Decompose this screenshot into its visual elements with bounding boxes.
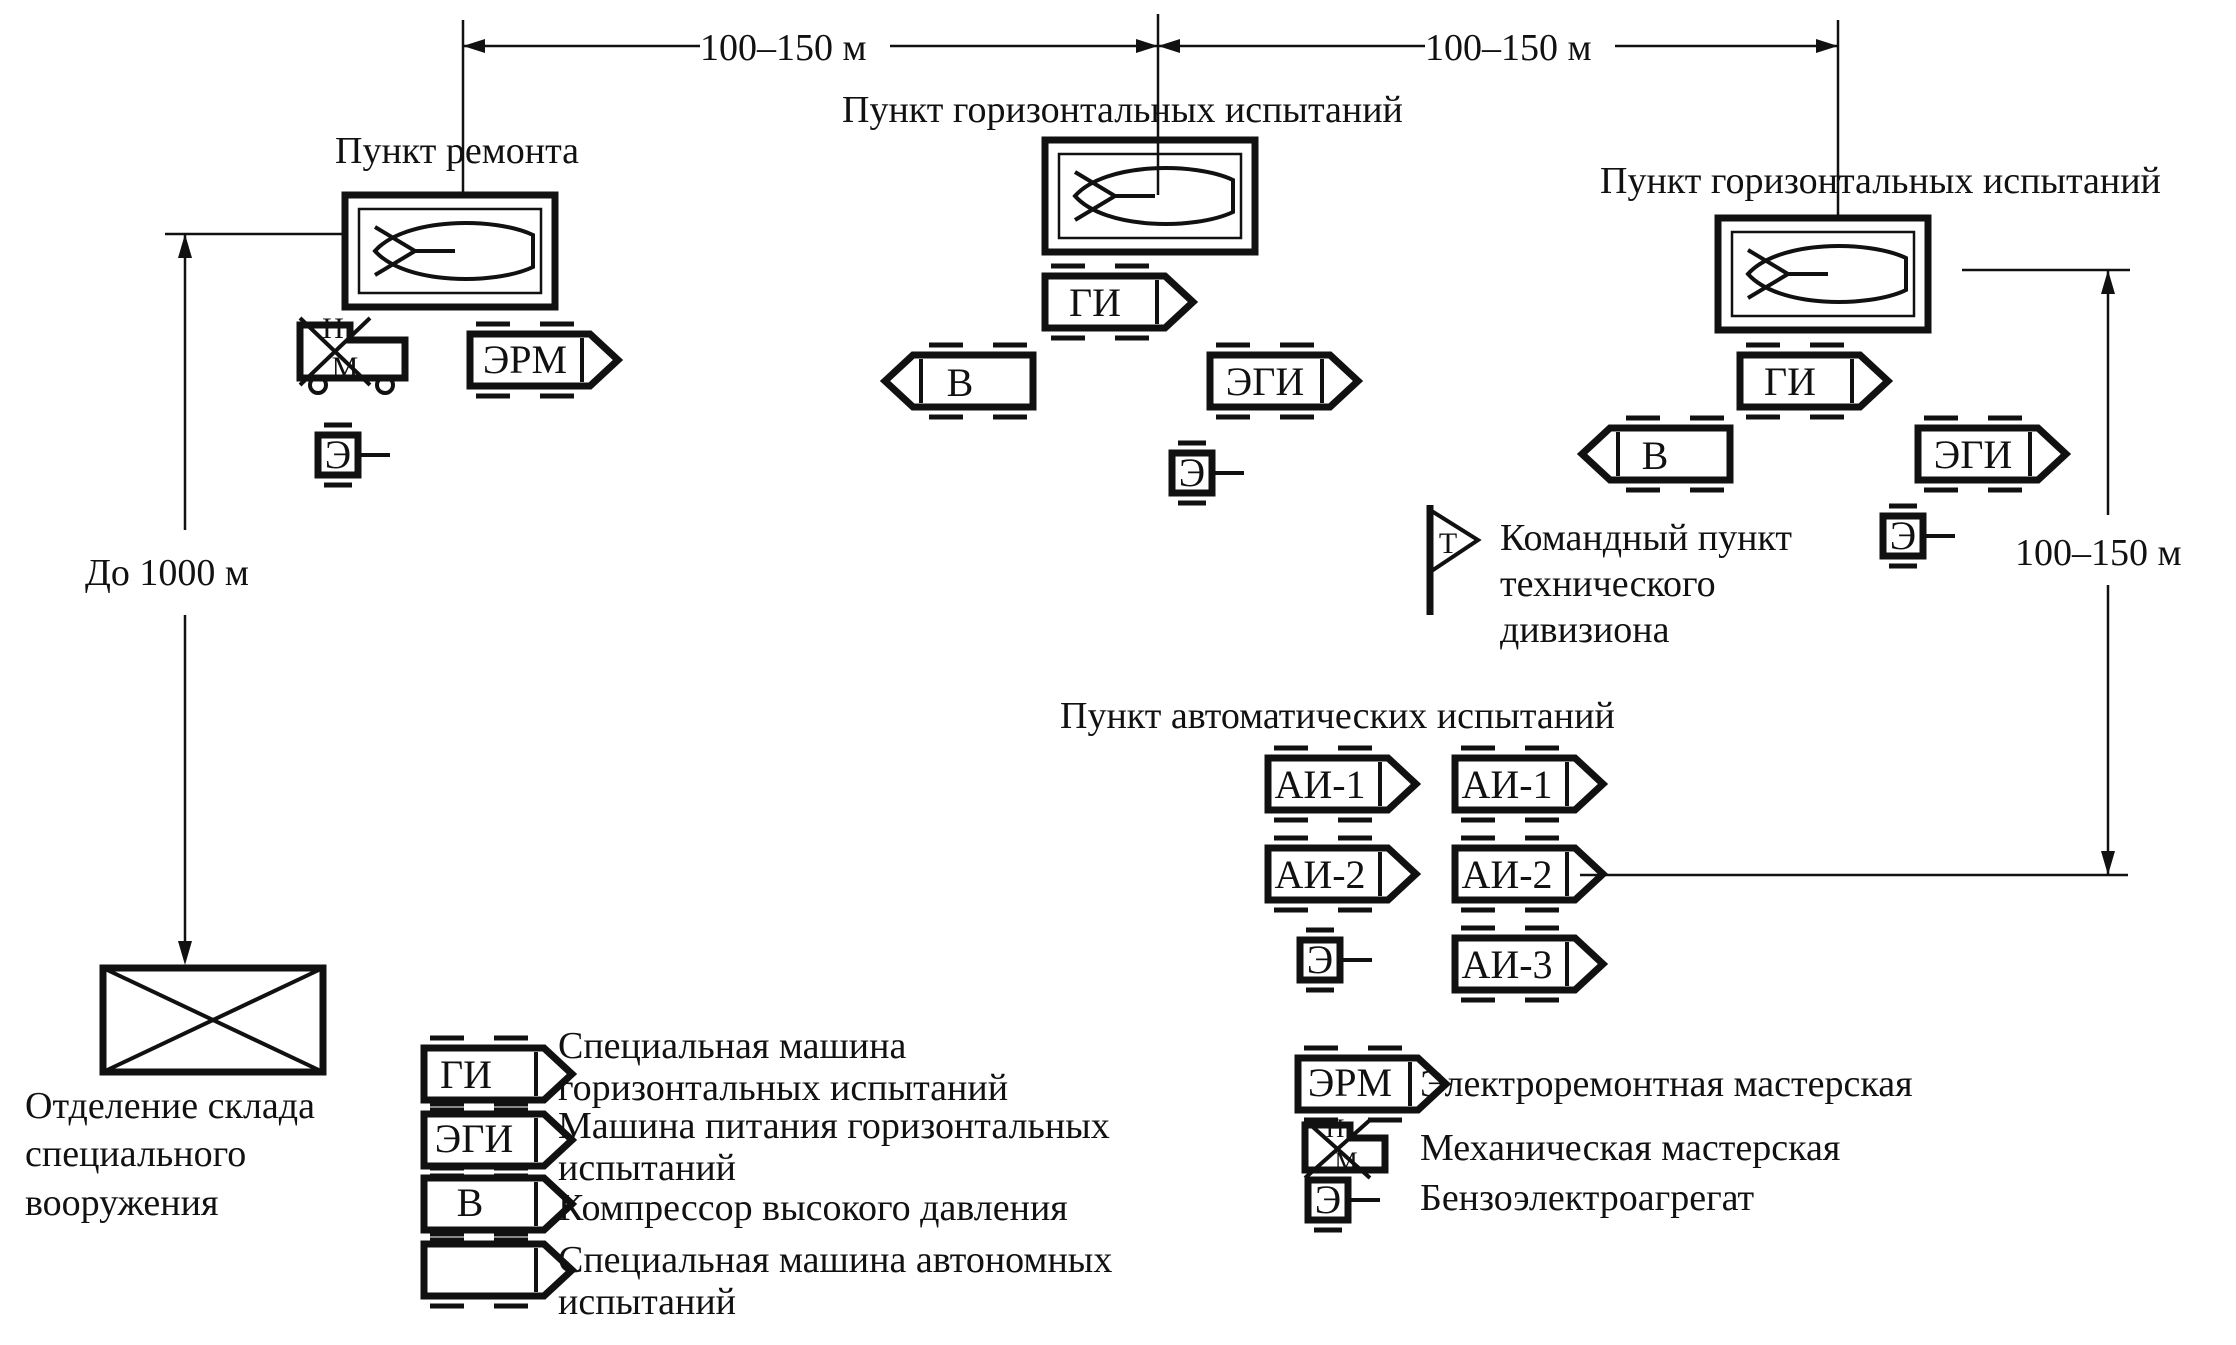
legend-auto-symbol [424,1234,572,1306]
legend-erm-letters: ЭРМ [1308,1060,1392,1105]
legend-egi-line1: Машина питания горизонтальных [558,1105,1110,1147]
legend-auto-line1: Специальная машина автономных [558,1239,1112,1281]
right-dimension-line [1580,268,2130,877]
dimension-right-vertical: 100–150 м [2015,532,2182,574]
auto-point-label: Пункт автоматических испытаний [1060,695,1615,737]
ai1-vehicle-left: АИ-1 [1268,748,1416,820]
horizontal-point-1-label: Пункт горизонтальных испытаний [842,89,1403,131]
ai1-label-left: АИ-1 [1274,762,1365,807]
generator-2: Э [1883,506,1955,566]
mech-n-letter: Н [322,312,344,345]
command-post-line2: технического [1500,563,1716,605]
legend-mech-n: Н [1326,1114,1345,1143]
horizontal-pad-2 [1718,218,1928,330]
v-label-1: В [947,360,974,405]
ai1-vehicle-right: АИ-1 [1455,748,1603,820]
legend-egi-line2: испытаний [558,1147,736,1189]
gi-label-2: ГИ [1764,359,1816,404]
dimension-top-left: 100–150 м [700,27,867,69]
ai2-vehicle-right: АИ-2 [1455,838,1603,910]
horizontal-pad-1 [1045,140,1255,252]
generator-label-1: Э [1179,450,1205,495]
legend-erm-symbol: ЭРМ [1298,1048,1446,1120]
warehouse-line1: Отделение склада [25,1085,315,1127]
command-post-line3: дивизиона [1500,609,1670,651]
ai2-vehicle-left: АИ-2 [1268,838,1416,910]
legend-erm-line1: Электроремонтная мастерская [1420,1063,1913,1105]
legend-gi-letters: ГИ [440,1052,492,1097]
legend-egi-letters: ЭГИ [435,1116,513,1161]
auto-generator: Э [1300,930,1372,990]
erm-vehicle: ЭРМ [470,324,618,396]
legend-egi-symbol: ЭГИ [424,1104,572,1176]
horizontal-point-2-label: Пункт горизонтальных испытаний [1600,160,2161,202]
legend-gen-line1: Бензоэлектроагрегат [1420,1177,1755,1219]
egi-label-2: ЭГИ [1934,432,2012,477]
legend-v-letter: В [457,1180,484,1225]
erm-label: ЭРМ [483,337,567,382]
egi-vehicle-2: ЭГИ [1918,418,2066,490]
legend-gi-symbol: ГИ [424,1038,572,1110]
repair-generator: Э [318,425,390,485]
legend-gen-symbol: Э [1308,1170,1380,1230]
command-post-flag: Т [1426,505,1482,615]
repair-generator-label: Э [325,432,351,477]
warehouse-line2: специального [25,1133,246,1175]
legend-gi-line1: Специальная машина [558,1025,906,1067]
mechanical-workshop-vehicle: Н М [296,312,409,395]
legend-auto-line2: испытаний [558,1281,736,1323]
ai2-label-right: АИ-2 [1461,852,1552,897]
legend-v-symbol: В [424,1168,572,1240]
legend-mech-line1: Механическая мастерская [1420,1127,1840,1169]
legend-v-line1: Компрессор высокого давления [558,1187,1068,1229]
repair-pad [345,195,555,307]
warehouse-symbol [99,964,327,1076]
generator-label-2: Э [1890,513,1916,558]
egi-vehicle-1: ЭГИ [1210,345,1358,417]
egi-label-1: ЭГИ [1226,359,1304,404]
warehouse-line3: вооружения [25,1182,218,1224]
auto-generator-label: Э [1307,937,1333,982]
dimension-top-right: 100–150 м [1425,27,1592,69]
gi-vehicle-1: ГИ [1045,266,1193,338]
ai2-label-left: АИ-2 [1274,852,1365,897]
command-flag-letter: Т [1439,527,1457,560]
top-dimension-lines [461,14,1840,220]
command-post-line1: Командный пункт [1500,517,1792,559]
dimension-left-vertical: До 1000 м [85,552,249,594]
v-label-2: В [1642,433,1669,478]
repair-point-label: Пункт ремонта [335,130,579,172]
ai1-label-right: АИ-1 [1461,762,1552,807]
v-vehicle-2: В [1582,418,1730,490]
gi-vehicle-2: ГИ [1740,345,1888,417]
ai3-label: АИ-3 [1461,942,1552,987]
mech-m-letter: М [332,351,359,384]
legend-gen-letter: Э [1315,1177,1341,1222]
gi-label-1: ГИ [1069,280,1121,325]
ai3-vehicle: АИ-3 [1455,928,1603,1000]
left-dimension-line [165,232,345,965]
generator-1: Э [1172,443,1244,503]
legend-gi-line2: горизонтальных испытаний [558,1067,1008,1109]
v-vehicle-1: В [885,345,1033,417]
